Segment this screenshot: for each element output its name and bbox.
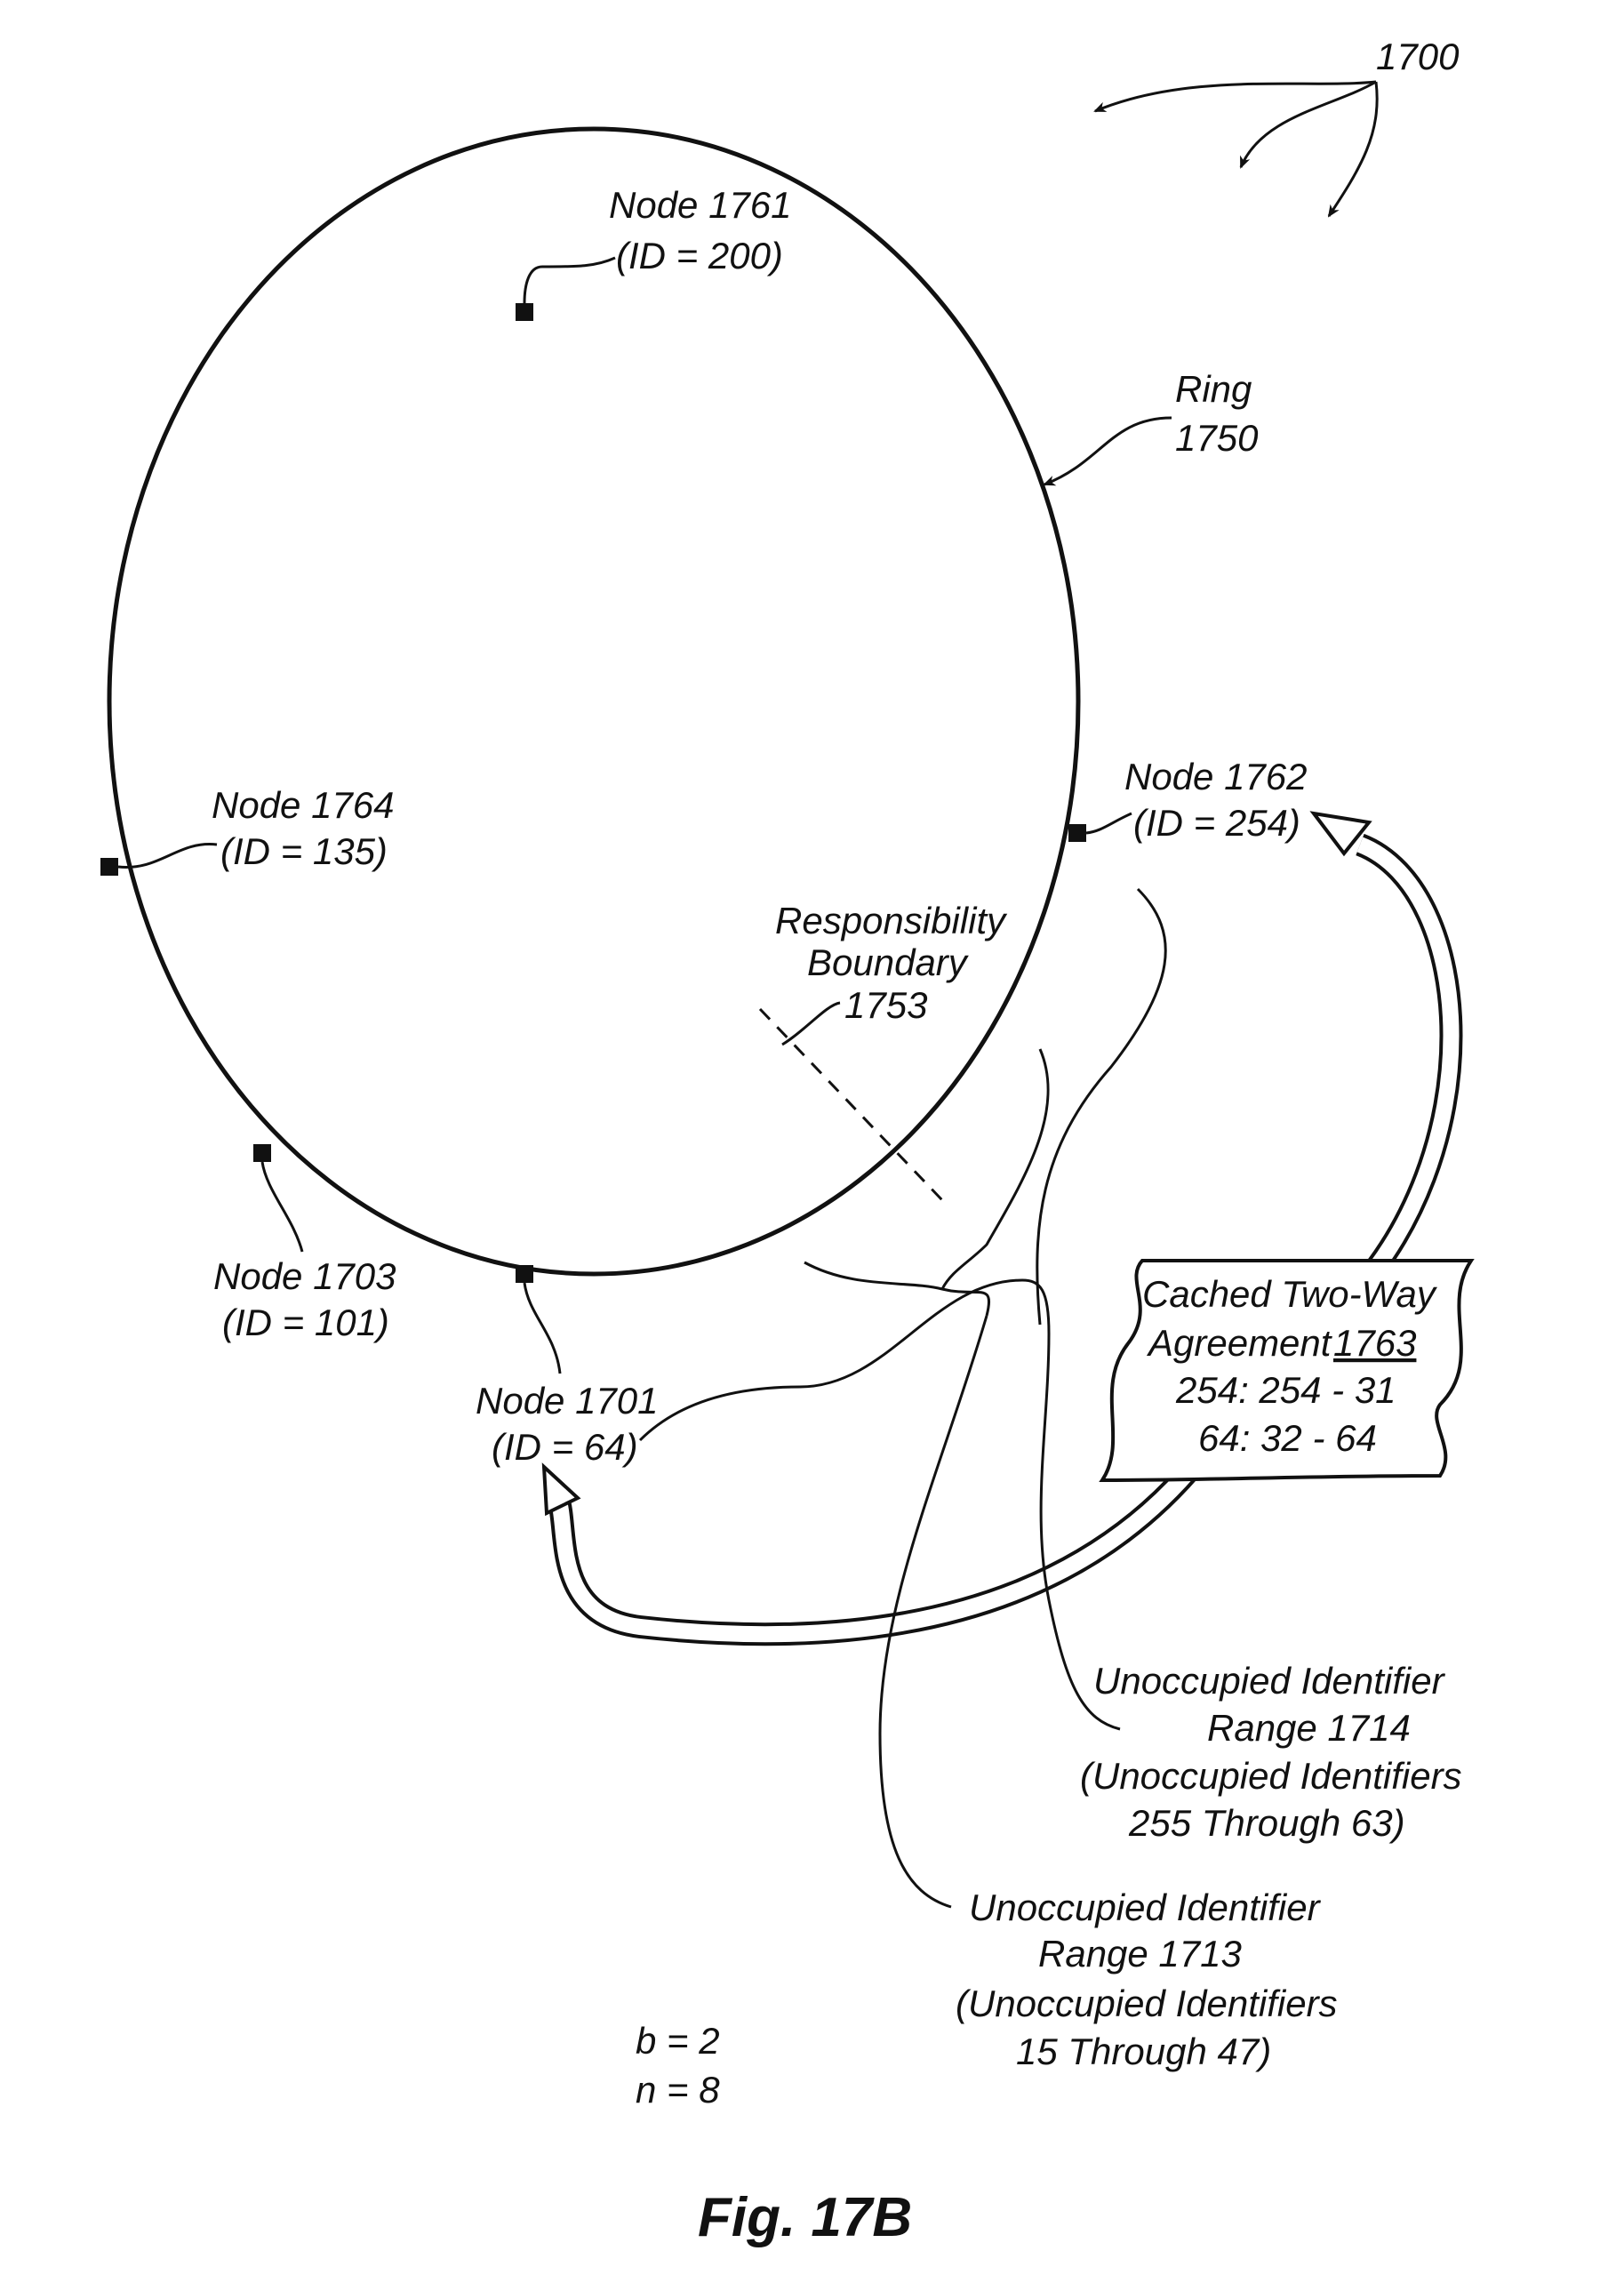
ring-title: Ring xyxy=(1175,368,1252,410)
ring-circle xyxy=(109,129,1078,1274)
node-1761-leader xyxy=(524,258,615,303)
node-1761-name: Node 1761 xyxy=(609,184,792,226)
node-1703-name: Node 1703 xyxy=(213,1255,396,1297)
range-1713-lower-curve xyxy=(804,1262,989,1316)
range-1713-upper-curve xyxy=(942,1049,1048,1289)
node-1762-leader xyxy=(1086,813,1132,833)
agreement-label: Agreement xyxy=(1146,1322,1333,1364)
figure-title: Fig. 17B xyxy=(698,2187,912,2248)
node-1762-name: Node 1762 xyxy=(1124,756,1308,797)
node-1703-marker xyxy=(253,1144,271,1162)
figure-ref-label: 1700 xyxy=(1376,36,1460,77)
node-1701-id: (ID = 64) xyxy=(492,1426,638,1468)
node-1761-marker xyxy=(516,303,533,321)
boundary-number: 1753 xyxy=(844,984,927,1026)
node-1703-id: (ID = 101) xyxy=(222,1302,389,1343)
agreement-number: 1763 xyxy=(1333,1322,1416,1364)
node-1764-marker xyxy=(100,858,118,876)
param-b: b = 2 xyxy=(636,2020,720,2062)
node-1761-id: (ID = 200) xyxy=(616,235,783,276)
hollow-arrow-fill-upper xyxy=(1342,845,1452,1307)
ref-arrow-2 xyxy=(1241,82,1376,167)
range-1713-line2: Range 1713 xyxy=(1038,1933,1242,1975)
node-1703-leader xyxy=(262,1162,302,1252)
node-1762-marker xyxy=(1068,824,1086,842)
ref-arrow-3 xyxy=(1329,82,1377,216)
range-1714-line1: Unoccupied Identifier xyxy=(1093,1660,1446,1702)
boundary-line2: Boundary xyxy=(807,941,970,983)
ring-number: 1750 xyxy=(1175,417,1259,459)
range-1714-line4: 255 Through 63) xyxy=(1128,1802,1405,1844)
boundary-leader xyxy=(782,1003,840,1045)
node-1701-name: Node 1701 xyxy=(476,1380,659,1422)
param-n: n = 8 xyxy=(636,2069,720,2111)
range-1714-line3: (Unoccupied Identifiers xyxy=(1080,1755,1462,1797)
range-1713-line3: (Unoccupied Identifiers xyxy=(956,1983,1338,2024)
agreement-line1: Cached Two-Way xyxy=(1142,1273,1438,1315)
node-1701-leader xyxy=(524,1283,560,1374)
boundary-line1: Responsibility xyxy=(775,900,1008,941)
node-1764-leader xyxy=(118,845,217,868)
hollow-arrowhead-1701 xyxy=(544,1467,578,1513)
range-1713-line1: Unoccupied Identifier xyxy=(969,1886,1322,1928)
node-1762-id: (ID = 254) xyxy=(1133,802,1300,844)
ring-leader-arrow xyxy=(1044,418,1172,485)
node-1764-id: (ID = 135) xyxy=(220,830,388,872)
agreement-line3: 254: 254 - 31 xyxy=(1175,1369,1396,1411)
ref-arrow-1 xyxy=(1095,82,1376,111)
range-1714-line2: Range 1714 xyxy=(1207,1707,1411,1749)
node-1701-marker xyxy=(516,1265,533,1283)
hollow-arrow-fill-lower xyxy=(558,1458,1200,1634)
agreement-line4: 64: 32 - 64 xyxy=(1198,1417,1377,1459)
range-1713-line4: 15 Through 47) xyxy=(1016,2031,1271,2072)
boundary-dashed-line xyxy=(760,1009,942,1200)
node-1764-name: Node 1764 xyxy=(212,784,395,826)
